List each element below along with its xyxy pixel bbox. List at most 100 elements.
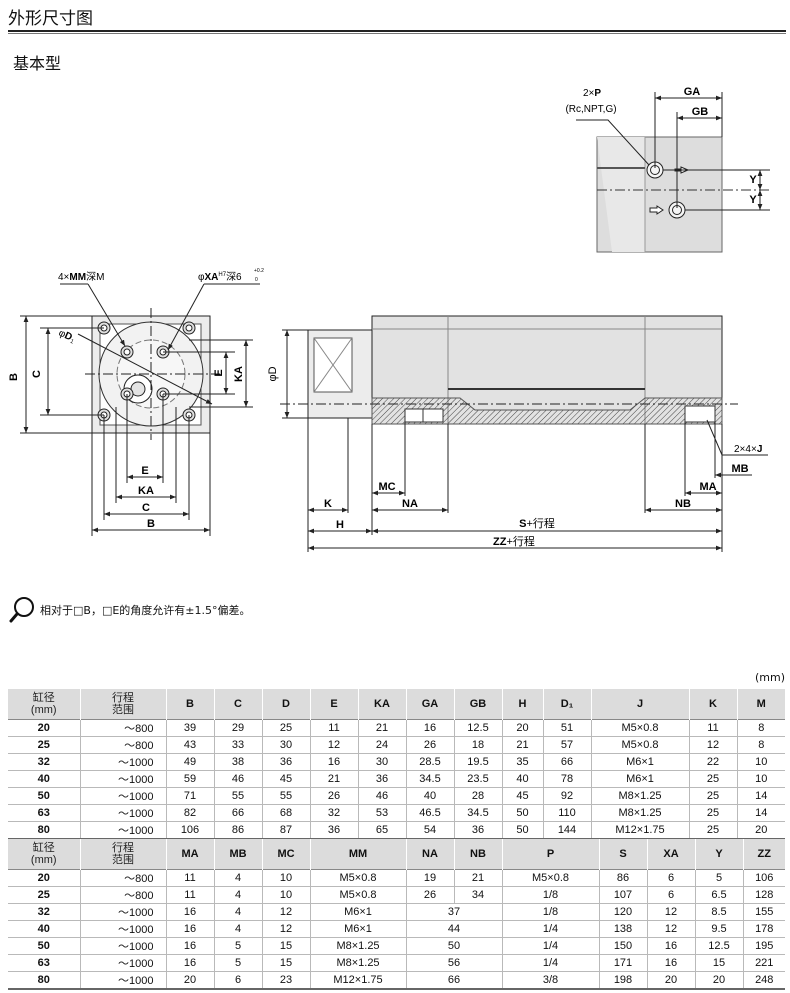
table-cell: 4 [213, 903, 262, 921]
table-cell: 55 [213, 787, 262, 805]
table-cell: 51 [542, 719, 591, 737]
dim-ga-label: GA [684, 86, 701, 98]
table-cell: 16 [165, 920, 214, 938]
table-cell: 40 [8, 920, 80, 938]
table-cell: 25 [8, 736, 80, 754]
table-cell: 26 [309, 787, 358, 805]
table-cell: 12 [688, 736, 737, 754]
xa-depth-tol-upper: +0.2 [254, 268, 264, 274]
table-cell: 21 [501, 736, 543, 754]
table-cell: 92 [542, 787, 591, 805]
table-cell: 10 [261, 869, 310, 887]
dim-y-label-2: Y [749, 194, 757, 206]
dim-d-label: φD [267, 366, 279, 381]
table-cell: 14 [736, 787, 785, 805]
table-cell: M5×0.8 [309, 886, 406, 904]
table-cell: 138 [598, 920, 647, 938]
table-cell: 82 [165, 804, 214, 822]
front-view [20, 283, 260, 536]
table-cell: 8.5 [694, 903, 743, 921]
table-cell: 178 [742, 920, 785, 938]
table-cell: 11 [165, 869, 214, 887]
table-2-header-cell: MM [309, 839, 406, 870]
table-cell: 46 [213, 770, 262, 788]
table-2-header-cell: MB [213, 839, 262, 870]
table-cell: ～1000 [79, 903, 166, 921]
table-cell: 33 [213, 736, 262, 754]
table-cell: 15 [261, 937, 310, 955]
table-2-header-cell: 缸径(mm) [8, 839, 80, 870]
table-cell: 16 [165, 954, 214, 972]
table-cell: 1/4 [501, 920, 599, 938]
table-cell: ～1000 [79, 804, 166, 822]
table-cell: 1/8 [501, 903, 599, 921]
table-cell: 46.5 [405, 804, 454, 822]
table-2-header-cell: XA [646, 839, 695, 870]
table-cell: 25 [688, 804, 737, 822]
table-cell: 110 [542, 804, 591, 822]
table-cell: 16 [646, 937, 695, 955]
table-cell: 68 [261, 804, 310, 822]
table-cell: 12 [646, 903, 695, 921]
table-cell: 144 [542, 821, 591, 840]
table-cell: 16 [165, 937, 214, 955]
table-cell: 40 [501, 770, 543, 788]
table-cell: 25 [8, 886, 80, 904]
table-cell: 11 [165, 886, 214, 904]
table-cell: ～800 [79, 886, 166, 904]
table-cell: 50 [501, 821, 543, 840]
table-cell: 15 [694, 954, 743, 972]
na-nb-merged-cell: 56 [405, 954, 502, 972]
table-cell: 49 [165, 753, 214, 771]
dim-na-label: NA [402, 498, 418, 510]
table-cell: 20 [736, 821, 785, 840]
magnifier-icon [9, 597, 34, 623]
table-1-header-cell: K [688, 689, 737, 720]
table-cell: 30 [357, 753, 406, 771]
table-cell: 20 [694, 971, 743, 990]
table-cell: 20 [646, 971, 695, 990]
table-cell: 16 [405, 719, 454, 737]
table-cell: 221 [742, 954, 785, 972]
table-cell: 12 [261, 920, 310, 938]
table-cell: 45 [501, 787, 543, 805]
table-1-header-cell: KA [357, 689, 406, 720]
table-cell: 19.5 [453, 753, 502, 771]
table-cell: 25 [688, 821, 737, 840]
dim-e-horizontal-label: E [141, 465, 148, 477]
table-cell: 71 [165, 787, 214, 805]
table-cell: M8×1.25 [590, 787, 689, 805]
table-cell: 36 [453, 821, 502, 840]
table-cell: 106 [165, 821, 214, 840]
xa-callout-label: φXAH7深6 [198, 271, 242, 283]
table-cell: 63 [8, 954, 80, 972]
table-cell: 11 [688, 719, 737, 737]
table-cell: 1/4 [501, 937, 599, 955]
table-cell: 35 [501, 753, 543, 771]
table-cell: 66 [542, 753, 591, 771]
table-2-header-cell: S [598, 839, 647, 870]
table-cell: ～800 [79, 869, 166, 887]
table-cell: 4 [213, 869, 262, 887]
na-nb-merged-cell: 66 [405, 971, 502, 990]
table-cell: 4 [213, 886, 262, 904]
table-2-header-cell: P [501, 839, 599, 870]
table-cell: M8×1.25 [590, 804, 689, 822]
table-1-header-cell: D₁ [542, 689, 591, 720]
d1-callout-label: φD1 [56, 328, 77, 346]
table-1-header-cell: GA [405, 689, 454, 720]
table-cell: 80 [8, 821, 80, 840]
table-cell: ～1000 [79, 971, 166, 990]
table-cell: ～1000 [79, 821, 166, 840]
dim-b-horizontal-label: B [147, 518, 155, 530]
table-cell: M5×0.8 [590, 736, 689, 754]
table-2-header-cell: MC [261, 839, 310, 870]
table-cell: 32 [8, 753, 80, 771]
table-cell: 4 [213, 920, 262, 938]
table-cell: 150 [598, 937, 647, 955]
